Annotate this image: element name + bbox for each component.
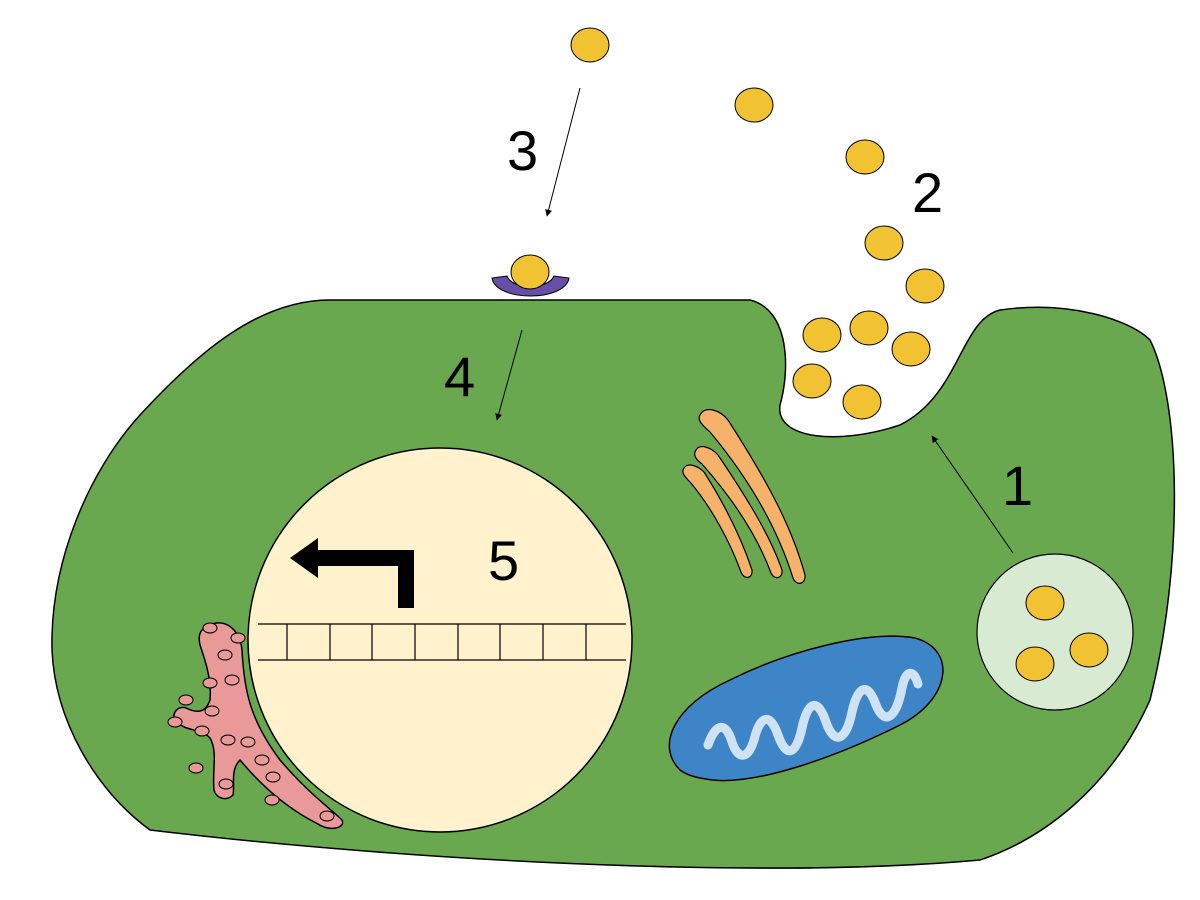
rough-er	[167, 622, 344, 830]
arrow-step3	[545, 87, 581, 217]
dna-ladder-icon	[258, 623, 626, 661]
label-step-1: 1	[1002, 454, 1033, 517]
signal-molecule	[792, 363, 832, 399]
membrane-receptor	[491, 254, 570, 297]
label-step-5: 5	[488, 529, 519, 592]
signal-molecule	[905, 268, 945, 304]
label-step-4: 4	[444, 345, 475, 408]
arrow-step4	[495, 329, 523, 421]
signal-molecules	[570, 27, 945, 420]
arrow-step1	[931, 435, 1014, 554]
signal-molecule	[849, 310, 889, 346]
signal-molecule	[802, 317, 842, 353]
label-step-3: 3	[507, 119, 538, 182]
label-step-2: 2	[912, 161, 943, 224]
nucleus	[247, 447, 633, 833]
signal-molecule	[864, 225, 904, 261]
signal-molecule	[842, 384, 882, 420]
bent-arrow-icon	[290, 538, 414, 608]
mitochondrion	[668, 635, 944, 782]
signal-molecule	[1069, 632, 1109, 668]
signal-molecule	[570, 27, 610, 63]
bound-signal-molecule	[510, 254, 550, 290]
secretory-vesicle	[976, 553, 1134, 711]
signal-molecule	[734, 87, 774, 123]
signal-molecule	[1015, 646, 1055, 682]
signal-molecule	[845, 139, 885, 175]
golgi-apparatus	[682, 408, 806, 584]
signal-molecule	[1025, 585, 1065, 621]
signal-molecule	[891, 331, 931, 367]
